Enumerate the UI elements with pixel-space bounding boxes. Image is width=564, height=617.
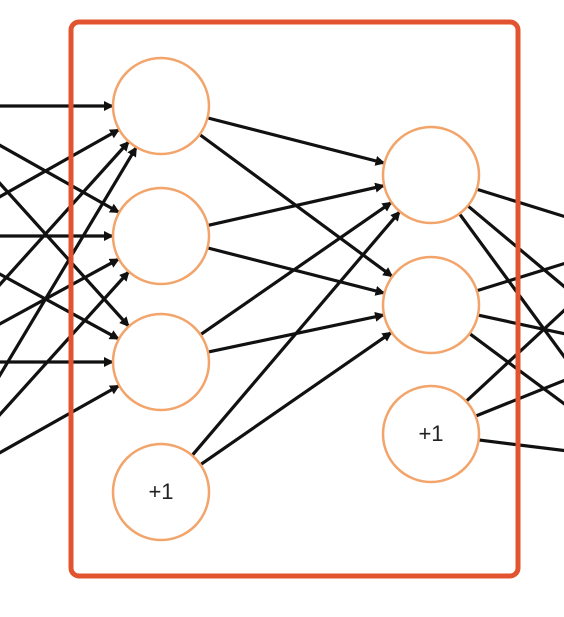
edge-h2-bias-to-output1 [464,308,564,403]
node-circle-h1-2 [111,186,211,286]
edge-h1-1-to-h2-1 [205,116,386,166]
neuron-node-h1-1 [111,56,211,156]
node-label-h1-bias: +1 [148,479,173,504]
edge-input1-to-h1-3 [0,181,130,328]
input-to-hidden1-edges [0,101,138,455]
edge-h2-2-to-output1 [475,261,564,293]
edge-h2-bias-to-output2 [473,378,564,418]
node-circle-h2-bias [381,384,481,484]
edge-input1-to-h1-2 [0,143,121,214]
edge-h1-2-to-h2-1 [206,182,386,228]
edge-h2-1-to-output2 [466,204,564,289]
edge-input4-to-h1-3 [0,384,121,455]
edge-h2-1-to-output3 [457,212,564,360]
neuron-node-h2-2 [381,255,481,355]
node-label-h2-bias: +1 [418,421,443,446]
hidden1-to-hidden2-edges [190,116,401,467]
edge-h2-2-to-output3 [467,331,564,406]
edge-input3-to-h1-2 [0,257,120,326]
bias-node-h1-bias: +1 [111,442,211,542]
edge-input4-to-h1-2 [0,270,130,417]
edge-input4-to-h1-1 [0,146,138,379]
node-circle-h1-1 [111,56,211,156]
neuron-node-h1-3 [111,312,211,412]
edge-input2-to-h1-1 [0,128,121,199]
neuron-node-h2-1 [381,125,481,225]
hidden2-to-output-edges [457,187,564,453]
node-circle-h1-bias [111,442,211,542]
edge-h2-1-to-output1 [475,187,564,219]
bias-node-h2-bias: +1 [381,384,481,484]
edge-h1-3-to-h2-1 [198,201,393,337]
edge-h2-2-to-output2 [476,313,564,336]
neuron-node-h1-2 [111,186,211,286]
node-circle-h2-1 [381,125,481,225]
edge-h2-bias-to-output3 [477,438,564,453]
edge-h1-bias-to-h2-1 [190,210,401,458]
highlight-frame [68,19,521,579]
edge-h1-bias-to-h2-2 [198,331,393,467]
node-circle-h2-2 [381,255,481,355]
edge-input2-to-h1-3 [0,272,120,341]
node-circle-h1-3 [111,312,211,412]
nodes-group: +1 +1 [111,56,481,542]
edge-input3-to-h1-1 [0,140,130,287]
